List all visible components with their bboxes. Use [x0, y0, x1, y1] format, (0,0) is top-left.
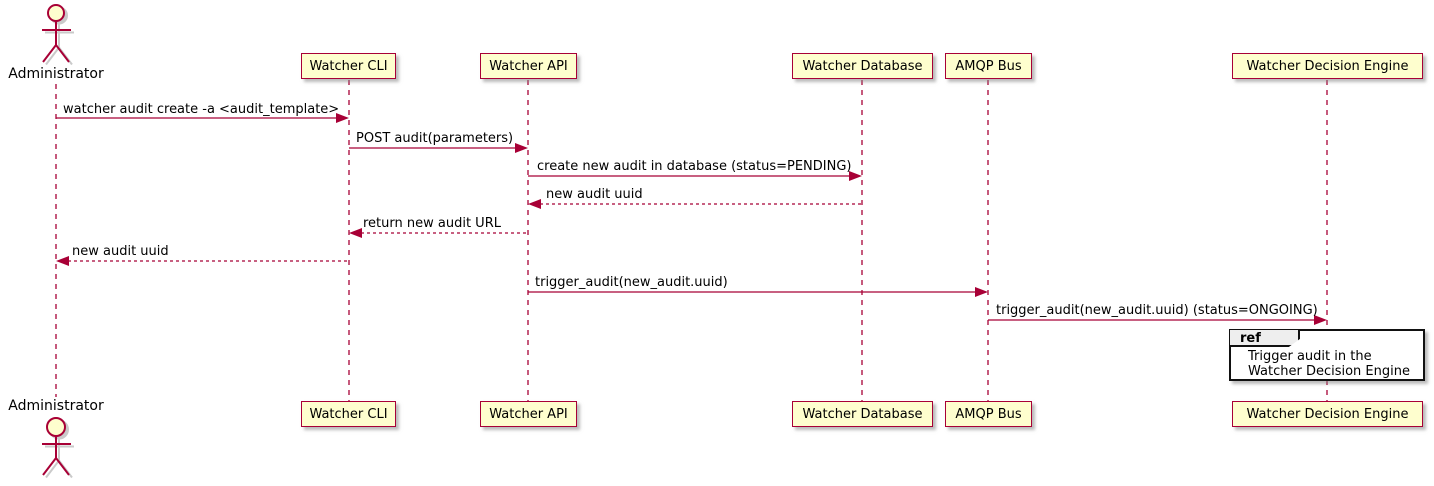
ref-body-line2: Watcher Decision Engine [1248, 364, 1410, 379]
participant-bottom-watcher-decision-engine: Watcher Decision Engine [1232, 401, 1423, 427]
participant-bottom-watcher-api: Watcher API [480, 401, 577, 427]
participant-top-watcher-api: Watcher API [480, 53, 577, 79]
actor-icon [42, 417, 74, 479]
ref-fragment: ref Trigger audit in the Watcher Decisio… [1229, 329, 1425, 381]
participant-bottom-watcher-database: Watcher Database [792, 401, 933, 427]
message-label-2: POST audit(parameters) [356, 131, 514, 146]
message-arrow-1 [56, 113, 349, 123]
participant-top-amqp-bus: AMQP Bus [945, 53, 1032, 79]
message-label-5: return new audit URL [363, 216, 501, 231]
participant-bottom-amqp-bus: AMQP Bus [945, 401, 1032, 427]
message-arrow-4 [528, 199, 862, 209]
participant-bottom-watcher-cli: Watcher CLI [301, 401, 396, 427]
message-arrow-8 [988, 315, 1327, 325]
message-label-8: trigger_audit(new_audit.uuid) (status=ON… [996, 303, 1318, 318]
message-label-3: create new audit in database (status=PEN… [537, 159, 852, 174]
ref-keyword: ref [1240, 331, 1261, 346]
actor-label-top: Administrator [8, 66, 104, 82]
message-arrow-3 [528, 171, 862, 181]
message-arrow-5 [349, 228, 528, 238]
ref-body-line1: Trigger audit in the [1248, 349, 1372, 364]
actor-icon [42, 4, 74, 66]
actor-label-bottom: Administrator [8, 398, 104, 414]
message-label-4: new audit uuid [546, 187, 643, 202]
participant-top-watcher-cli: Watcher CLI [301, 53, 396, 79]
message-label-7: trigger_audit(new_audit.uuid) [535, 275, 728, 290]
message-label-6: new audit uuid [72, 244, 169, 259]
message-arrow-7 [528, 287, 988, 297]
participant-top-watcher-database: Watcher Database [792, 53, 933, 79]
ref-header-pentagon [1230, 330, 1300, 347]
message-arrow-2 [349, 143, 528, 153]
message-label-1: watcher audit create -a <audit_template> [63, 102, 340, 117]
participant-top-watcher-decision-engine: Watcher Decision Engine [1232, 53, 1423, 79]
message-arrow-6 [56, 256, 349, 266]
ref-body-text: Trigger audit in the Watcher Decision En… [1248, 349, 1410, 379]
